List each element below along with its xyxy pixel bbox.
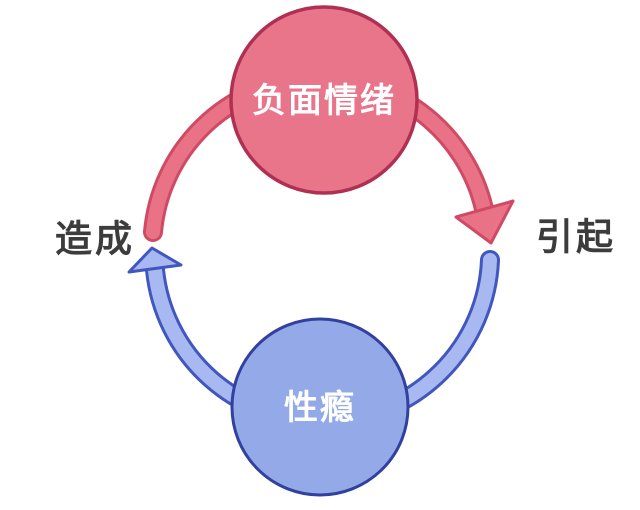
label-arrow-right: 引起	[536, 216, 616, 259]
blue-arrowhead-icon	[127, 246, 183, 274]
red-arrowhead-icon	[454, 199, 515, 245]
label-arrow-left: 造成	[55, 218, 135, 261]
node-negative-emotions: 负面情绪	[229, 5, 419, 195]
sex-addiction-circle	[230, 317, 410, 497]
negative-emotions-circle	[229, 5, 419, 195]
sex-addiction-label: 性瘾	[284, 388, 356, 428]
negative-emotions-label: 负面情绪	[252, 81, 396, 121]
node-sex-addiction: 性瘾	[230, 317, 410, 497]
